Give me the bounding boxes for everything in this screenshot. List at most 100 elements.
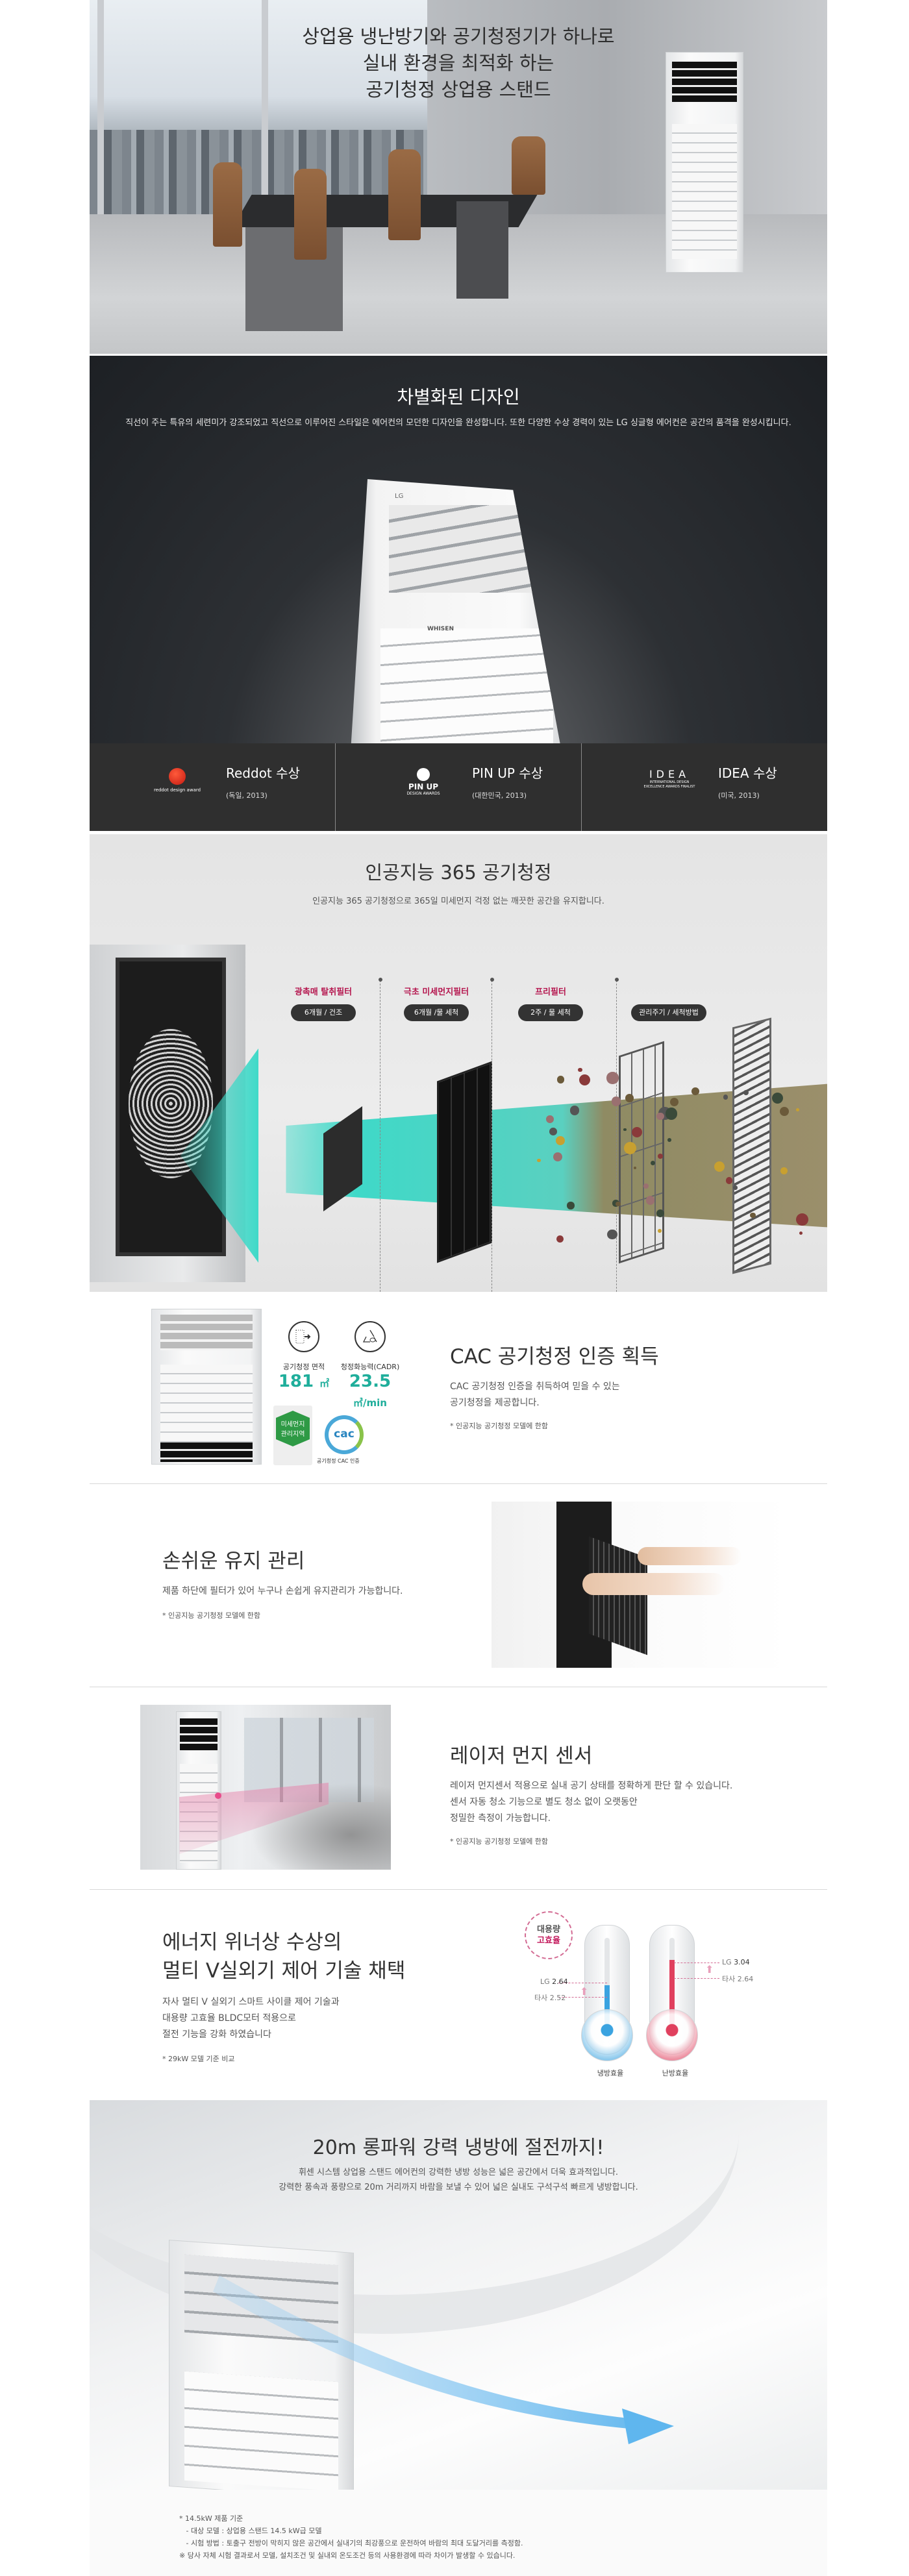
dust-particle: [795, 1213, 809, 1226]
dust-particle: [750, 1213, 756, 1219]
dust-particle: [553, 1152, 563, 1162]
cac-logo: cac: [325, 1415, 364, 1454]
dust-particle: [780, 1167, 788, 1175]
dust-particle: [623, 1128, 627, 1132]
dust-particle: [555, 1135, 565, 1145]
section-title: 인공지능 365 공기청정: [365, 861, 552, 884]
ultrafine-dust-filter: [437, 1061, 492, 1263]
cooling-label: 냉방효율: [597, 2069, 624, 2077]
cooling-lg-value: LG 2.64: [540, 1977, 568, 1986]
filter-cycle-legend: 관리주기 / 세척방법: [631, 1004, 706, 1021]
reddot-logo: reddot design award: [148, 768, 206, 804]
dust-particle: [656, 1112, 664, 1120]
feature-note: * 인공지능 공기청정 모델에 한함: [450, 1837, 549, 1846]
feature-note: * 29kW 모델 기준 비교: [162, 2055, 235, 2063]
air-conditioner-unit: [151, 1309, 262, 1465]
filter-removal-photo: [492, 1502, 790, 1668]
heating-lg-value: LG 3.04: [722, 1958, 750, 1966]
arrow-up-icon: ⬆: [705, 1963, 714, 1975]
dust-particle: [733, 1185, 738, 1190]
divider: [90, 1889, 827, 1890]
stat-value: 23.5 ㎥/min: [349, 1372, 392, 1409]
stat-label: 공기청정 면적: [282, 1363, 325, 1371]
dust-particle: [545, 1115, 554, 1123]
feature-note: * 인공지능 공기청정 모델에 한함: [162, 1611, 261, 1620]
chair: [512, 136, 545, 195]
hero-title-line: 실내 환경을 최적화 하는: [362, 52, 554, 74]
dust-particle: [616, 1201, 621, 1207]
chair: [294, 169, 327, 260]
dust-particle: [714, 1161, 725, 1172]
model-logo: WHISEN: [427, 626, 454, 632]
feature-note: * 인공지능 공기청정 모델에 한함: [450, 1422, 549, 1430]
dust-particle: [658, 1153, 663, 1159]
heating-other-value: 타사 2.64: [722, 1975, 754, 1983]
feature-title: CAC 공기청정 인증 획득: [450, 1345, 659, 1368]
footnote: - 시험 방법 : 토출구 전방이 막히지 않은 공간에서 실내기의 최강풍으로…: [179, 2539, 523, 2547]
award-title: IDEA 수상: [718, 765, 777, 781]
thermometer-tube: [669, 1938, 675, 2029]
hero-banner: 상업용 냉난방기와 공기청정기가 하나로 실내 환경을 최적화 하는 공기청정 …: [90, 0, 827, 354]
idea-logo: IDEA INTERNATIONAL DESIGN EXCELLENCE AWA…: [643, 768, 695, 789]
award-subtitle: (대한민국, 2013): [472, 791, 527, 800]
other-level-line: [674, 1978, 719, 1979]
awards-bar: reddot design award Reddot 수상 (독일, 2013)…: [90, 743, 827, 831]
window-frame: [97, 0, 104, 224]
award-pinup: PIN UP DESIGN AWARDS PIN UP 수상 (대한민국, 20…: [336, 743, 582, 831]
dust-particle: [795, 1108, 799, 1112]
dust-particle: [691, 1087, 699, 1095]
dust-particle: [670, 1097, 679, 1106]
dust-particle: [556, 1076, 564, 1084]
section-description: 인공지능 365 공기청정으로 365일 미세먼지 걱정 없는 깨끗한 공간을 …: [312, 897, 604, 906]
filter-icon: [288, 1321, 319, 1352]
air-conditioner-unit: [666, 52, 743, 273]
dust-particle: [743, 1090, 749, 1096]
award-subtitle: (독일, 2013): [226, 791, 268, 800]
dust-particle: [556, 1235, 564, 1243]
dust-particle: [666, 1108, 678, 1120]
hand: [638, 1547, 741, 1565]
footnote-list: * 14.5kW 제품 기준 - 대상 모델 : 상업용 스탠드 14.5 kW…: [179, 2512, 523, 2562]
filter-cycle-badge: 2주 / 물 세척: [518, 1004, 583, 1021]
hero-title-line: 공기청정 상업용 스탠드: [366, 79, 551, 101]
brand-logo: LG: [395, 493, 404, 500]
hero-title: 상업용 냉난방기와 공기청정기가 하나로 실내 환경을 최적화 하는 공기청정 …: [90, 23, 827, 103]
chair: [213, 162, 242, 247]
dust-particle: [658, 1229, 662, 1233]
dust-particle: [578, 1068, 582, 1072]
high-efficiency-badge: 대용량 고효율: [525, 1911, 573, 1959]
dust-particle: [723, 1095, 728, 1100]
section-title: 차별화된 디자인: [397, 386, 520, 408]
feature-title: 레이저 먼지 센서: [450, 1744, 593, 1768]
stat-area: 공기청정 면적 181 ㎡: [271, 1321, 336, 1391]
stat-value: 181 ㎡: [278, 1372, 330, 1391]
cooling-other-value: 타사 2.52: [534, 1994, 566, 2002]
dust-particle: [549, 1128, 557, 1136]
thermometer-bulb: [581, 2009, 633, 2061]
other-level-line: [558, 1997, 607, 1998]
dust-particle: [656, 1209, 664, 1217]
cac-caption: 공기청정 CAC 인증: [317, 1458, 360, 1464]
heating-thermometer: 난방효율: [646, 1925, 701, 2081]
divider-line: [614, 978, 619, 1292]
pinup-logo: PIN UP DESIGN AWARDS: [394, 768, 453, 804]
award-idea: IDEA INTERNATIONAL DESIGN EXCELLENCE AWA…: [582, 743, 827, 831]
design-section: 차별화된 디자인 직선이 주는 특유의 세련미가 강조되었고 직선으로 이루어진…: [90, 356, 827, 743]
footnote: * 14.5kW 제품 기준: [179, 2514, 243, 2523]
dust-particle: [772, 1092, 784, 1104]
ai-purification-section: 인공지능 365 공기청정 인공지능 365 공기청정으로 365일 미세먼지 …: [90, 834, 827, 1292]
filter-name: 프리필터: [535, 987, 566, 997]
long-power-section: 20m 롱파워 강력 냉방에 절전까지! 휘센 시스템 상업용 스탠드 에어컨의…: [90, 2100, 827, 2490]
dust-particle: [607, 1229, 618, 1240]
dust-particle: [567, 1202, 575, 1209]
footnote: - 대상 모델 : 상업용 스탠드 14.5 kW급 모델: [179, 2527, 322, 2535]
desk-leg: [456, 201, 508, 299]
heating-label: 난방효율: [662, 2069, 689, 2077]
dust-particle: [631, 1127, 643, 1138]
stat-cadr: 청정화능력(CADR) 23.5 ㎥/min: [331, 1321, 409, 1411]
laser-sensor-photo: [140, 1705, 391, 1870]
dust-particle: [569, 1106, 580, 1115]
